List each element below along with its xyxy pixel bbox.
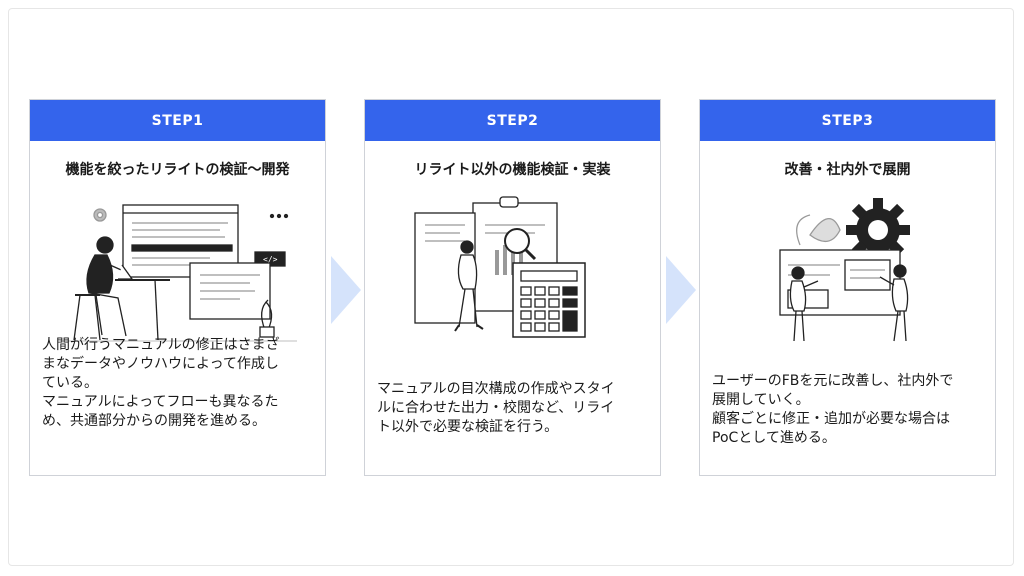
analysis-calculator-illustration bbox=[395, 195, 632, 345]
step-card-3: STEP3 改善・社内外で展開 bbox=[699, 99, 996, 476]
gear-team-illustration bbox=[730, 195, 967, 345]
step-label: STEP3 bbox=[821, 112, 874, 129]
step-title: リライト以外の機能検証・実装 bbox=[414, 162, 611, 178]
step-description: ユーザーのFBを元に改善し、社内外で 展開していく。 顧客ごとに修正・追加が必要… bbox=[712, 373, 954, 446]
chevron-right-icon bbox=[666, 256, 696, 324]
step-label: STEP1 bbox=[151, 112, 204, 129]
step-title: 改善・社内外で展開 bbox=[784, 162, 911, 178]
developer-at-desk-illustration: </> bbox=[60, 195, 297, 345]
chevron-right-icon bbox=[331, 256, 361, 324]
step-description: 人間が行うマニュアルの修正はさまざ まなデータやノウハウによって作成し ている。… bbox=[42, 337, 280, 429]
slide-frame bbox=[8, 8, 1014, 566]
svg-text:</>: </> bbox=[263, 255, 278, 264]
step-header: STEP2 bbox=[365, 100, 660, 141]
step-title: 機能を絞ったリライトの検証〜開発 bbox=[65, 162, 290, 178]
step-label: STEP2 bbox=[486, 112, 539, 129]
step-card-2: STEP2 リライト以外の機能検証・実装 bbox=[364, 99, 661, 476]
step-card-1: STEP1 機能を絞ったリライトの検証〜開発 </> bbox=[29, 99, 326, 476]
step-header: STEP1 bbox=[30, 100, 325, 141]
step-description: マニュアルの目次構成の作成やスタイ ルに合わせた出力・校閲など、リライ ト以外で… bbox=[377, 381, 615, 435]
step-header: STEP3 bbox=[700, 100, 995, 141]
